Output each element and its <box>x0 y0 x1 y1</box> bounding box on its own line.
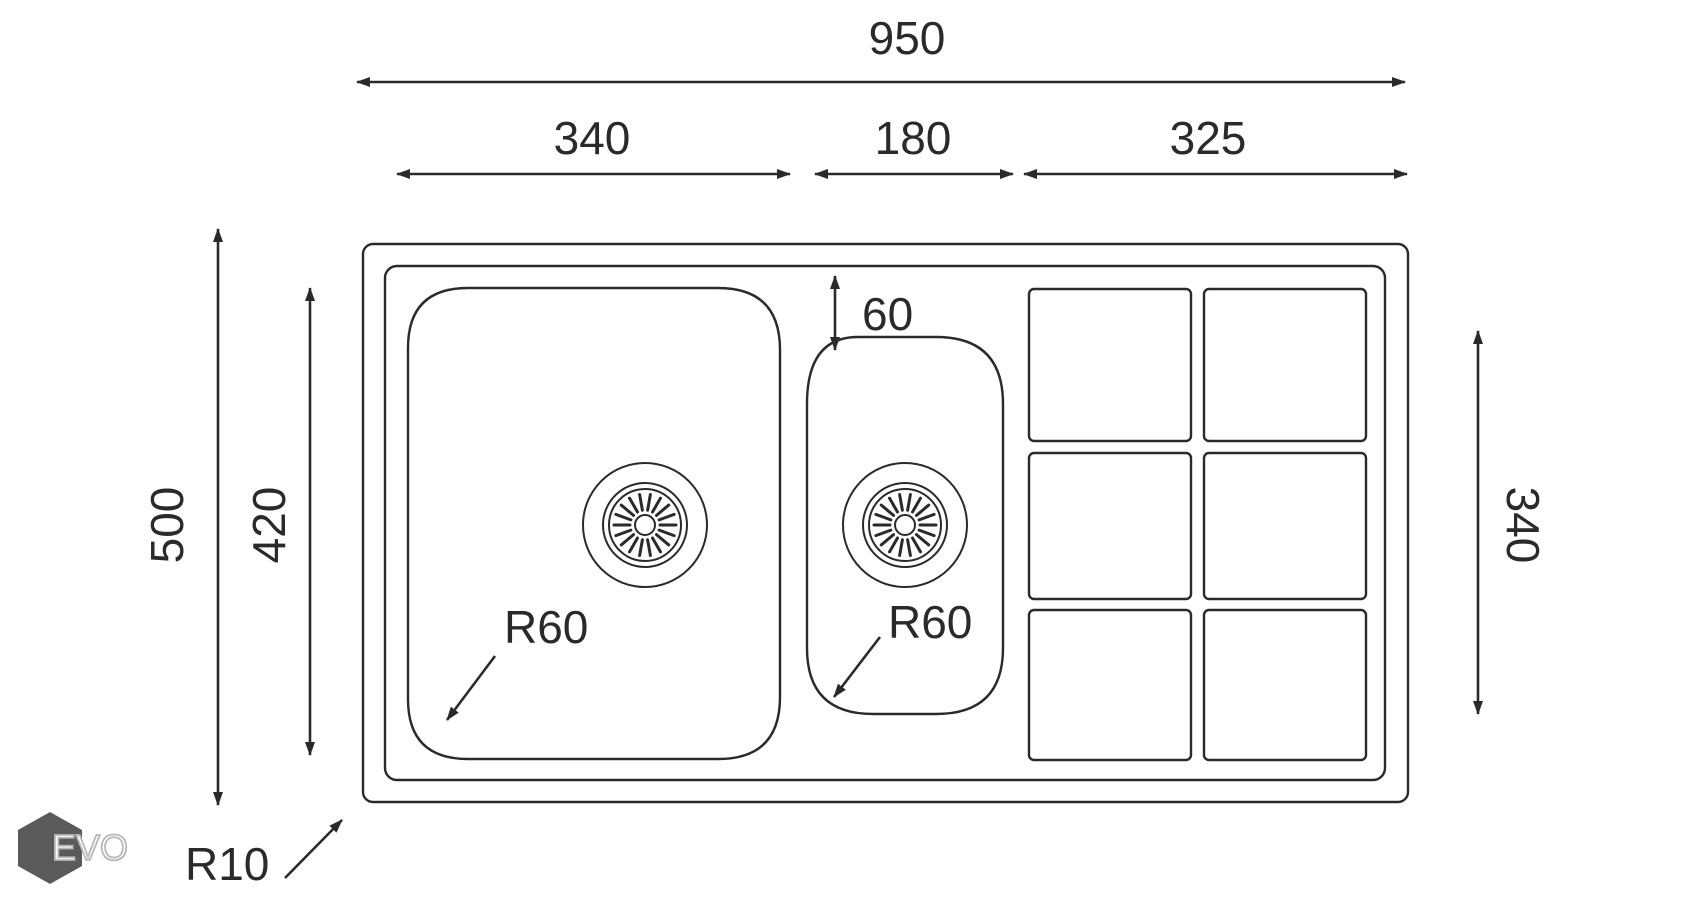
drain-slot <box>914 503 931 517</box>
drain-slot <box>646 492 652 512</box>
large-bowl-outline <box>406 286 782 761</box>
large-bowl-drain <box>582 462 708 588</box>
drain-slot <box>898 492 904 512</box>
label-small-bowl-radius: R60 <box>888 596 972 648</box>
drain-slot <box>638 492 644 512</box>
drain-slot <box>619 503 636 517</box>
dimension-labels: 950 340 180 325 500 420 340 60 R60 R60 R… <box>141 12 1549 890</box>
label-large-bowl-radius: R60 <box>504 601 588 653</box>
sink-outline <box>361 242 1410 804</box>
drain-slot <box>628 536 639 554</box>
leader-small-bowl-radius <box>832 636 882 698</box>
drain-slot <box>628 496 639 514</box>
label-drainer-depth: 340 <box>1497 487 1549 564</box>
label-overall-width: 950 <box>869 12 946 64</box>
drain-slot <box>646 538 652 558</box>
drain-slot <box>874 528 893 538</box>
drain-slot <box>619 533 636 547</box>
drain-slot <box>657 512 676 522</box>
drain-slot <box>614 512 633 522</box>
label-large-bowl-width: 340 <box>554 112 631 164</box>
drain-slot <box>888 496 899 514</box>
small-drain-slots <box>872 492 938 558</box>
label-small-bowl-width: 180 <box>875 112 952 164</box>
drain-slot <box>906 538 912 558</box>
drain-slot <box>917 512 936 522</box>
drain-slot <box>879 503 896 517</box>
drainer-cell <box>1027 608 1193 762</box>
drainer-cell <box>1027 451 1193 601</box>
logo-hexagon-icon <box>18 812 82 884</box>
label-overall-depth: 500 <box>141 487 193 564</box>
small-bowl-drain <box>842 462 968 588</box>
drain-slot <box>914 533 931 547</box>
drain-slot <box>654 533 671 547</box>
drainer-cell <box>1202 451 1368 601</box>
drain-slot <box>911 496 922 514</box>
large-drain-slots <box>612 492 678 558</box>
leader-corner-radius <box>284 819 343 879</box>
drain-slot <box>651 536 662 554</box>
drain-slot <box>911 536 922 554</box>
drain-slot <box>888 536 899 554</box>
evo-logo: EVO <box>18 812 129 884</box>
drain-slot <box>906 492 912 512</box>
outer-frame <box>361 242 1410 804</box>
logo-text: EVO <box>52 827 128 868</box>
drain-slot <box>657 528 676 538</box>
label-drainer-width: 325 <box>1170 112 1247 164</box>
label-small-bowl-offset: 60 <box>862 288 913 340</box>
dimension-lines <box>213 77 1483 879</box>
drainer-cell <box>1027 287 1193 443</box>
drain-slot <box>654 503 671 517</box>
drain-slot <box>898 538 904 558</box>
drainer-cell <box>1202 608 1368 762</box>
small-bowl <box>805 335 1005 716</box>
label-corner-radius: R10 <box>185 838 269 890</box>
drain-slot <box>614 528 633 538</box>
drainer-grid <box>1027 287 1368 762</box>
drain-slot <box>651 496 662 514</box>
large-bowl <box>406 286 782 761</box>
drain-slot <box>917 528 936 538</box>
drain-slot <box>874 512 893 522</box>
drainer-cell <box>1202 287 1368 443</box>
leader-large-bowl-radius <box>445 655 497 721</box>
inner-rim <box>383 264 1387 782</box>
small-bowl-outline <box>805 335 1005 716</box>
drain-slot <box>638 538 644 558</box>
label-large-bowl-depth: 420 <box>243 487 295 564</box>
drain-slot <box>879 533 896 547</box>
